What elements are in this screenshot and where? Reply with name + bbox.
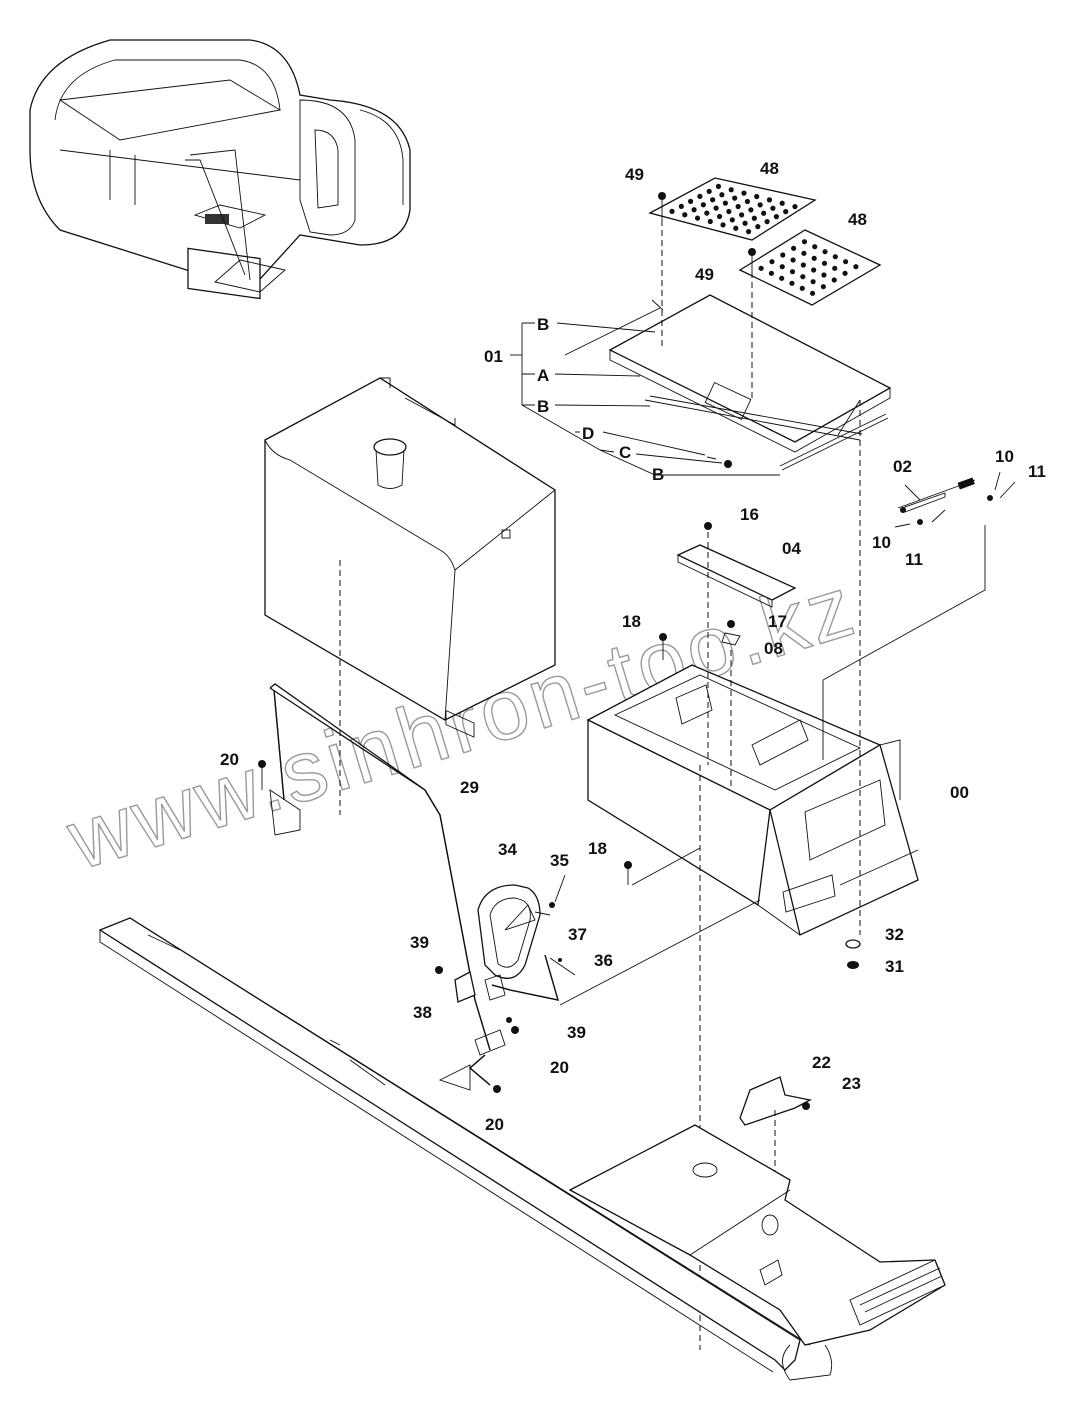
callout-17: 17 <box>768 612 787 631</box>
bolt-49-upper <box>658 192 666 220</box>
callout-20c: 20 <box>485 1115 504 1134</box>
callout-20a: 20 <box>220 750 239 769</box>
excavator-overview-illustration <box>29 39 411 300</box>
bolt-20-left <box>258 760 266 790</box>
callout-11a: 11 <box>1028 462 1046 481</box>
mirror-stay-37 <box>484 954 576 1001</box>
washer-32 <box>845 939 861 949</box>
callout-29: 29 <box>460 778 479 797</box>
callout-02: 02 <box>893 457 912 476</box>
bolt-20-lower <box>438 1064 501 1093</box>
callout-11b: 11 <box>905 550 923 569</box>
callout-22: 22 <box>812 1053 831 1072</box>
leader-line-mirror <box>559 899 761 1006</box>
leader-line-damper <box>822 525 986 760</box>
bolt-17 <box>721 620 741 790</box>
bracket-22 <box>739 1076 812 1126</box>
callout-20b: 20 <box>550 1058 569 1077</box>
bolt-49-lower <box>748 248 756 272</box>
gas-spring-02 <box>894 471 1016 528</box>
callout-16: 16 <box>740 505 759 524</box>
battery-box-frame-00 <box>586 664 919 936</box>
callout-32: 32 <box>885 925 904 944</box>
callout-B1: B <box>537 315 549 334</box>
callout-08: 08 <box>764 639 783 658</box>
bolt-20-middle <box>511 1026 519 1034</box>
floor-plate-48-lower <box>738 229 882 306</box>
callout-35: 35 <box>550 851 569 870</box>
callout-D: D <box>582 424 594 443</box>
callout-10a: 10 <box>995 447 1014 466</box>
callout-00: 00 <box>950 783 969 802</box>
nut-31 <box>847 961 859 969</box>
callout-39b: 39 <box>567 1023 586 1042</box>
callout-23: 23 <box>842 1074 861 1093</box>
bolt-18-upper <box>659 633 667 660</box>
cover-plate-01 <box>564 294 892 471</box>
callout-04: 04 <box>782 539 801 558</box>
bolt-18-lower <box>624 847 701 886</box>
callout-38: 38 <box>413 1003 432 1022</box>
mirror-34 <box>477 884 551 979</box>
leader-lines-cover-group <box>510 322 780 476</box>
callout-A: A <box>537 366 549 385</box>
bracket-04 <box>676 544 797 608</box>
bolt-23 <box>802 1102 810 1110</box>
nut-39-upper <box>435 966 443 974</box>
callout-37: 37 <box>568 925 587 944</box>
handrail-29 <box>269 683 506 1086</box>
callout-39a: 39 <box>410 933 429 952</box>
callout-36: 36 <box>594 951 613 970</box>
callout-34: 34 <box>498 840 517 859</box>
bracket-38 <box>454 971 476 1003</box>
nut-39-lower <box>506 1017 512 1023</box>
floor-plate-48-upper <box>648 177 817 241</box>
callout-48a: 48 <box>760 159 779 178</box>
callout-01: 01 <box>484 347 503 366</box>
callout-10b: 10 <box>872 533 891 552</box>
callout-48b: 48 <box>848 210 867 229</box>
callout-31: 31 <box>885 957 904 976</box>
bolt-16 <box>704 522 712 765</box>
callout-B2: B <box>537 397 549 416</box>
callout-49a: 49 <box>625 165 644 184</box>
bolt-35 <box>549 874 566 908</box>
callout-B3: B <box>652 465 664 484</box>
callout-C: C <box>619 443 631 462</box>
callout-18b: 18 <box>588 839 607 858</box>
callout-49b: 49 <box>695 265 714 284</box>
side-frame-deck <box>98 917 946 1381</box>
hydraulic-tank <box>264 377 556 815</box>
leader-line-cover-right <box>837 399 861 436</box>
callout-18a: 18 <box>622 612 641 631</box>
